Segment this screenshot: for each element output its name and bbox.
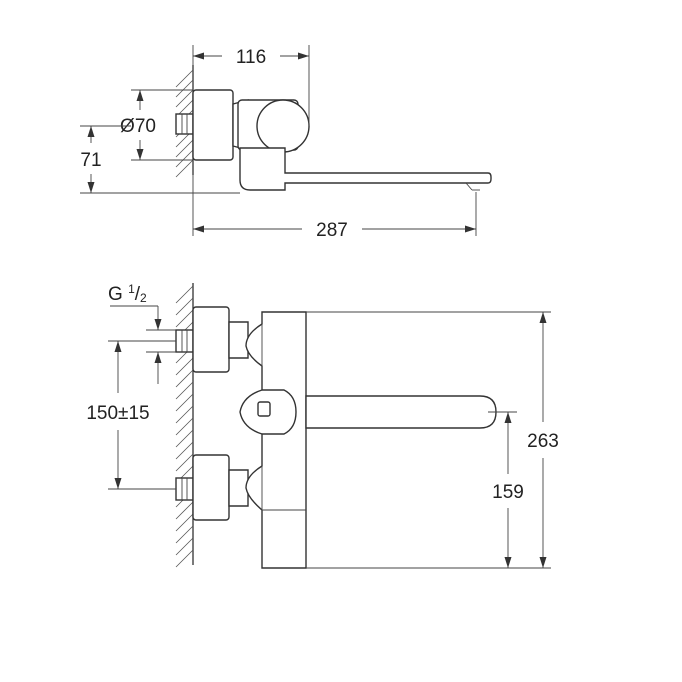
diameter-symbol: Ø — [120, 116, 135, 137]
front-dim-total-height: 263 — [527, 312, 559, 568]
front-lower-flange — [192, 454, 230, 521]
front-dim-centres: 150±15 — [86, 340, 176, 490]
dim-diameter-label: Ø70 — [120, 116, 156, 137]
front-wall — [175, 283, 194, 568]
thread-slash: / — [135, 284, 141, 305]
top-dim-spout-length: 287 — [192, 175, 477, 241]
top-handle — [256, 99, 310, 153]
dim-depth-label: 116 — [236, 47, 266, 68]
top-spout — [239, 147, 492, 191]
thread-prefix: G — [108, 284, 128, 305]
front-upper-connector — [228, 321, 249, 359]
front-dim-thread: G 1/2 — [108, 282, 176, 384]
dim-centres-label: 150±15 — [86, 403, 149, 424]
dim-height-label: 71 — [80, 150, 101, 171]
thread-label: G 1/2 — [108, 282, 147, 305]
front-lower-connector — [228, 469, 249, 507]
top-dim-height: 71 — [80, 125, 240, 194]
front-view: G 1/2 150±15 263 159 — [86, 282, 559, 569]
top-dim-diameter: Ø70 — [120, 89, 193, 161]
thread-numerator: 1 — [128, 282, 135, 296]
top-view: 116 Ø70 71 — [80, 45, 492, 241]
thread-denominator: 2 — [140, 291, 147, 305]
front-spout — [305, 395, 497, 429]
front-mixer-body — [245, 311, 307, 569]
top-dim-depth: 116 — [192, 45, 310, 126]
front-upper-nipple — [175, 329, 194, 353]
front-lower-nipple — [175, 477, 194, 501]
dim-total-height-label: 263 — [527, 431, 559, 452]
diameter-value: 70 — [135, 116, 156, 137]
top-flange — [192, 89, 234, 161]
front-dim-spout-height: 159 — [492, 412, 524, 568]
dim-spout-length-label: 287 — [316, 220, 348, 241]
top-inlet-nipple — [175, 113, 194, 135]
dim-spout-height-label: 159 — [492, 482, 524, 503]
diverter-slot — [257, 401, 271, 417]
front-upper-flange — [192, 306, 230, 373]
